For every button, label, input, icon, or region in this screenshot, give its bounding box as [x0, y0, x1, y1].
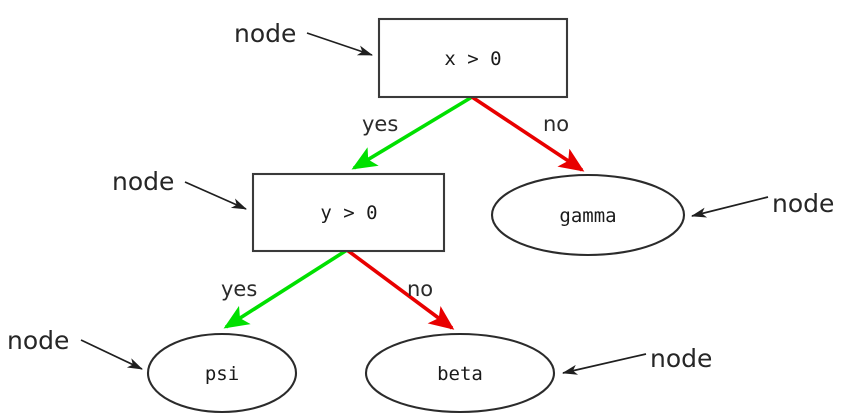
annotation-root-leader: [306, 32, 373, 56]
annotation-beta: node: [562, 344, 712, 375]
node-beta-ellipse[interactable]: [364, 332, 556, 414]
annotation-psi: node: [7, 326, 143, 370]
annotation-beta-label: node: [650, 344, 712, 373]
annotation-root-label: node: [234, 19, 296, 48]
nodes-layer: x > 0 y > 0 gamma psi beta: [146, 17, 686, 414]
edge-second-no: [345, 248, 455, 330]
node-gamma[interactable]: gamma: [490, 173, 686, 257]
edge-labels-layer: yes no yes no: [221, 112, 569, 301]
node-root-box[interactable]: [377, 17, 569, 99]
node-gamma-label: gamma: [559, 205, 616, 227]
edge-second-yes: [223, 248, 348, 329]
annotation-second-label: node: [112, 167, 174, 196]
node-root[interactable]: x > 0: [377, 17, 569, 99]
node-beta[interactable]: beta: [364, 332, 556, 414]
annotations-layer: node node node node node: [7, 19, 834, 375]
edge-label-root-yes: yes: [362, 112, 398, 136]
annotation-root: node: [234, 19, 373, 56]
annotation-beta-leader: [562, 353, 647, 375]
annotation-gamma: node: [691, 189, 834, 218]
annotation-gamma-leader: [691, 196, 769, 218]
annotation-second-leader: [184, 181, 247, 210]
node-second-label: y > 0: [320, 202, 377, 224]
node-second-box[interactable]: [251, 172, 446, 253]
node-psi-label: psi: [205, 363, 239, 385]
annotation-psi-leader: [80, 339, 143, 370]
edges-layer: [223, 95, 585, 330]
edge-label-second-no: no: [407, 277, 433, 301]
edge-root-yes: [351, 95, 473, 170]
node-gamma-ellipse[interactable]: [490, 173, 686, 257]
node-psi-ellipse[interactable]: [146, 332, 298, 414]
annotation-gamma-label: node: [772, 189, 834, 218]
edge-label-root-no: no: [543, 112, 569, 136]
node-psi[interactable]: psi: [146, 332, 298, 414]
edge-root-no: [471, 95, 585, 172]
node-root-label: x > 0: [444, 48, 501, 70]
annotation-psi-label: node: [7, 326, 69, 355]
node-beta-label: beta: [437, 363, 483, 385]
node-second[interactable]: y > 0: [251, 172, 446, 253]
edge-label-second-yes: yes: [221, 277, 257, 301]
annotation-second: node: [112, 167, 247, 210]
